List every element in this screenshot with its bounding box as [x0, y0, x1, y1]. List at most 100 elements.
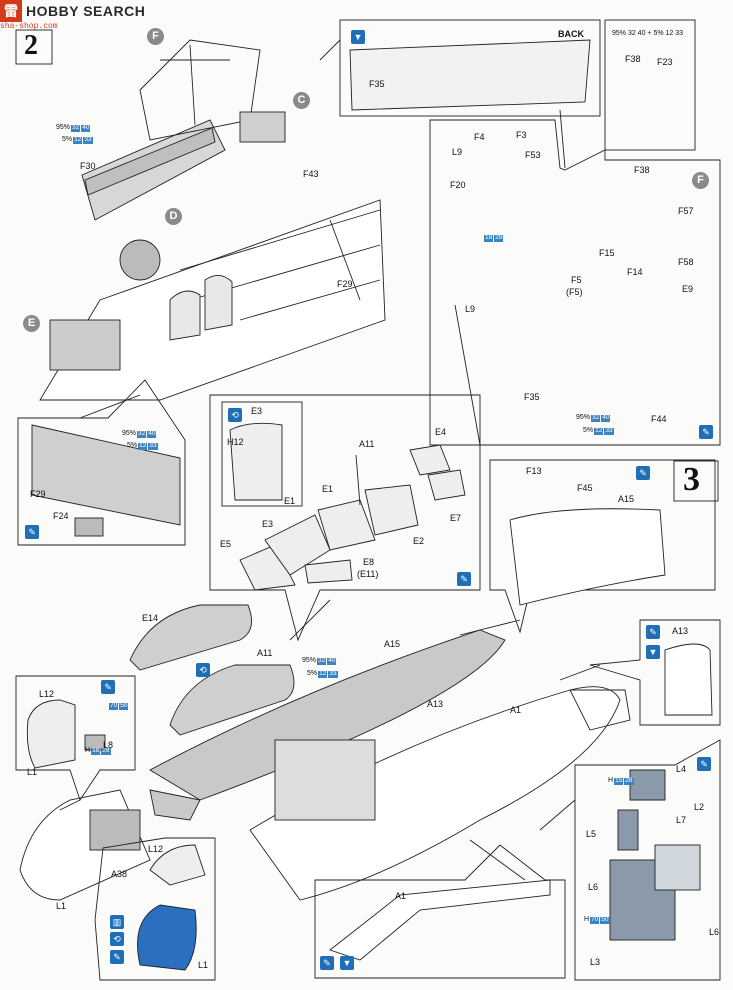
paint-brush-icon: ✎: [699, 425, 713, 439]
callout-e: E: [23, 315, 40, 332]
part-l6: L6: [588, 882, 599, 892]
part-e8: E8: [363, 557, 375, 567]
glue-icon: ▼: [646, 645, 660, 659]
paint-ref-2: 95% 32 40 + 5% 12 33: [612, 30, 684, 37]
part-h12: H12: [227, 437, 244, 447]
part-a38: A38: [111, 869, 128, 879]
part-e4: E4: [435, 427, 447, 437]
part-f35: F35: [369, 79, 385, 89]
part-f24: F24: [53, 511, 69, 521]
decal-icon: ▥: [110, 915, 124, 929]
watermark-brand: HOBBY SEARCH: [26, 3, 146, 19]
part-l9: L9: [452, 147, 463, 157]
callout-c: C: [293, 92, 310, 109]
part-f44: F44: [651, 414, 667, 424]
part-e5: E5: [220, 539, 232, 549]
part-e2: E2: [413, 536, 425, 546]
part-a15b: A15: [384, 639, 401, 649]
watermark-badge: 雷: [0, 0, 22, 22]
part-f5: F5: [571, 275, 582, 285]
part-f20: F20: [450, 180, 466, 190]
callout-d: D: [165, 208, 182, 225]
paint-brush-icon: ✎: [697, 757, 711, 771]
part-f15: F15: [599, 248, 615, 258]
paint-brush-icon: ✎: [25, 525, 39, 539]
part-l7: L7: [676, 815, 687, 825]
part-l8: L8: [103, 740, 114, 750]
part-a13b: A13: [427, 699, 444, 709]
part-l4: L4: [676, 764, 687, 774]
watermark-sub: sha-shop.com: [0, 22, 58, 31]
part-f38b: F38: [634, 165, 650, 175]
part-f53: F53: [525, 150, 541, 160]
part-f13: F13: [526, 466, 542, 476]
part-f3: F3: [516, 130, 527, 140]
paint-brush-icon: ✎: [101, 680, 115, 694]
part-a13: A13: [672, 626, 689, 636]
part-a1: A1: [510, 705, 522, 715]
part-e14: E14: [142, 613, 159, 623]
paint-brush-icon: ✎: [457, 572, 471, 586]
glue-icon: ▼: [351, 30, 365, 44]
part-e9: E9: [682, 284, 694, 294]
part-f30: F30: [80, 161, 96, 171]
part-e1: E1: [284, 496, 296, 506]
part-e3: E3: [251, 406, 263, 416]
part-flip-icon: ⟲: [228, 408, 242, 422]
part-f43: F43: [303, 169, 319, 179]
watermark: 雷 HOBBY SEARCH: [0, 0, 145, 22]
part-f29: F29: [337, 279, 353, 289]
part-flip-icon: ⟲: [196, 663, 210, 677]
callout-f-2: F: [692, 172, 709, 189]
part-l3: L3: [590, 957, 601, 967]
paint-brush-icon: ✎: [110, 950, 124, 964]
part-f14: F14: [627, 267, 643, 277]
part-a11: A11: [359, 439, 375, 449]
part-f45: F45: [577, 483, 593, 493]
part-flip-icon: ⟲: [110, 932, 124, 946]
part-f23: F23: [657, 57, 673, 67]
part-l2: L2: [694, 802, 705, 812]
part-f57: F57: [678, 206, 694, 216]
part-a15: A15: [618, 494, 635, 504]
part-l12b: L12: [148, 844, 164, 854]
part-l5: L5: [586, 829, 597, 839]
paint-brush-icon: ✎: [320, 956, 334, 970]
part-l1c: L1: [198, 960, 209, 970]
part-l1: L1: [27, 767, 38, 777]
step3-box: [673, 460, 719, 502]
callout-f: F: [147, 28, 164, 45]
part-l6b: L6: [709, 927, 720, 937]
back-label: BACK: [558, 29, 584, 39]
part-f38: F38: [625, 54, 641, 64]
paint-brush-icon: ✎: [646, 625, 660, 639]
part-f35b: F35: [524, 392, 540, 402]
part-e3b: E3: [262, 519, 274, 529]
step2-box: [15, 29, 53, 65]
part-e7: E7: [450, 513, 462, 523]
paint-brush-icon: ✎: [636, 466, 650, 480]
part-f4: F4: [474, 132, 485, 142]
part-l9b: L9: [465, 304, 476, 314]
step-number-2: 2: [24, 30, 38, 61]
step-number-3: 3: [683, 461, 700, 498]
part-a1b: A1: [395, 891, 407, 901]
part-f5-paren: (F5): [566, 287, 583, 297]
part-f58: F58: [678, 257, 694, 267]
part-e11-paren: (E11): [357, 569, 379, 579]
